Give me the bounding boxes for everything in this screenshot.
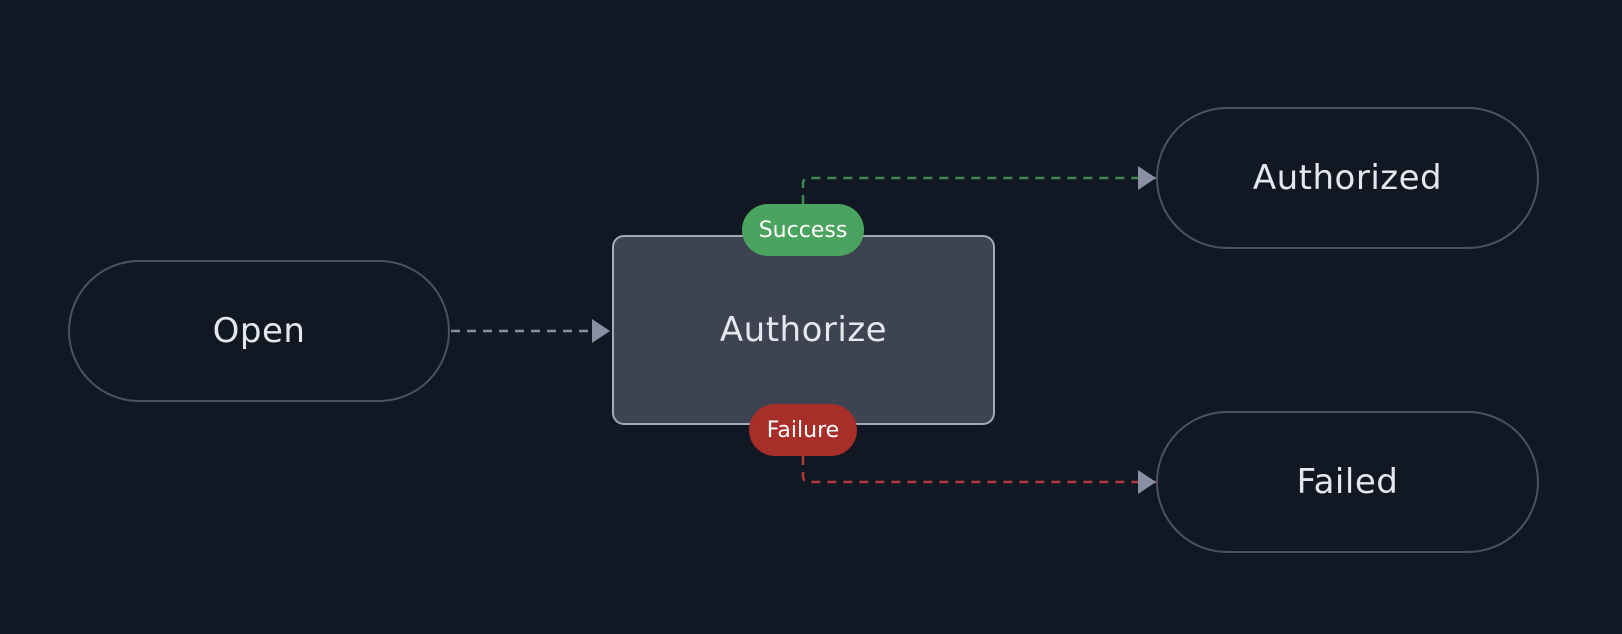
state-authorize-label: Authorize	[719, 310, 888, 350]
state-open[interactable]: Open	[68, 260, 450, 402]
success-badge[interactable]: Success	[742, 204, 864, 256]
state-failed[interactable]: Failed	[1156, 411, 1539, 553]
edge-failure-to-failed	[801, 456, 1156, 494]
state-authorize[interactable]: Authorize	[612, 235, 995, 425]
success-badge-label: Success	[758, 217, 848, 243]
state-authorized-label: Authorized	[1252, 158, 1443, 198]
state-open-label: Open	[212, 311, 306, 351]
state-authorized[interactable]: Authorized	[1156, 107, 1539, 249]
failure-badge[interactable]: Failure	[749, 404, 857, 456]
edge-success-to-authorized	[801, 166, 1156, 204]
state-failed-label: Failed	[1296, 462, 1399, 502]
failure-badge-label: Failure	[766, 417, 840, 443]
